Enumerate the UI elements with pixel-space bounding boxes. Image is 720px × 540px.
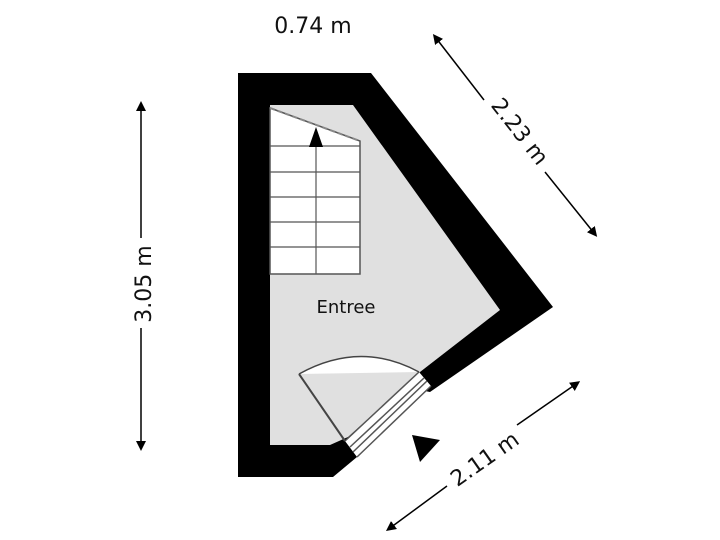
door-frame: [344, 371, 432, 458]
dimension-diagonal-upper-label: 2.23 m: [485, 94, 552, 170]
door-leaf: [298, 373, 346, 442]
room-label: Entree: [317, 297, 376, 318]
stair-direction-arrow: [309, 127, 323, 147]
dimension-left: 3.05 m: [132, 101, 157, 451]
dimension-top-label: 0.74 m: [274, 14, 351, 39]
door-opening: [345, 372, 431, 457]
dimension-left-label: 3.05 m: [132, 245, 157, 322]
dimension-diagonal-lower: 2.11 m: [385, 381, 581, 531]
staircase: [269, 106, 361, 275]
door-swing-arc: [298, 355, 420, 375]
dimension-diagonal-lower-label: 2.11 m: [446, 427, 524, 492]
entrance-marker: [412, 435, 440, 462]
